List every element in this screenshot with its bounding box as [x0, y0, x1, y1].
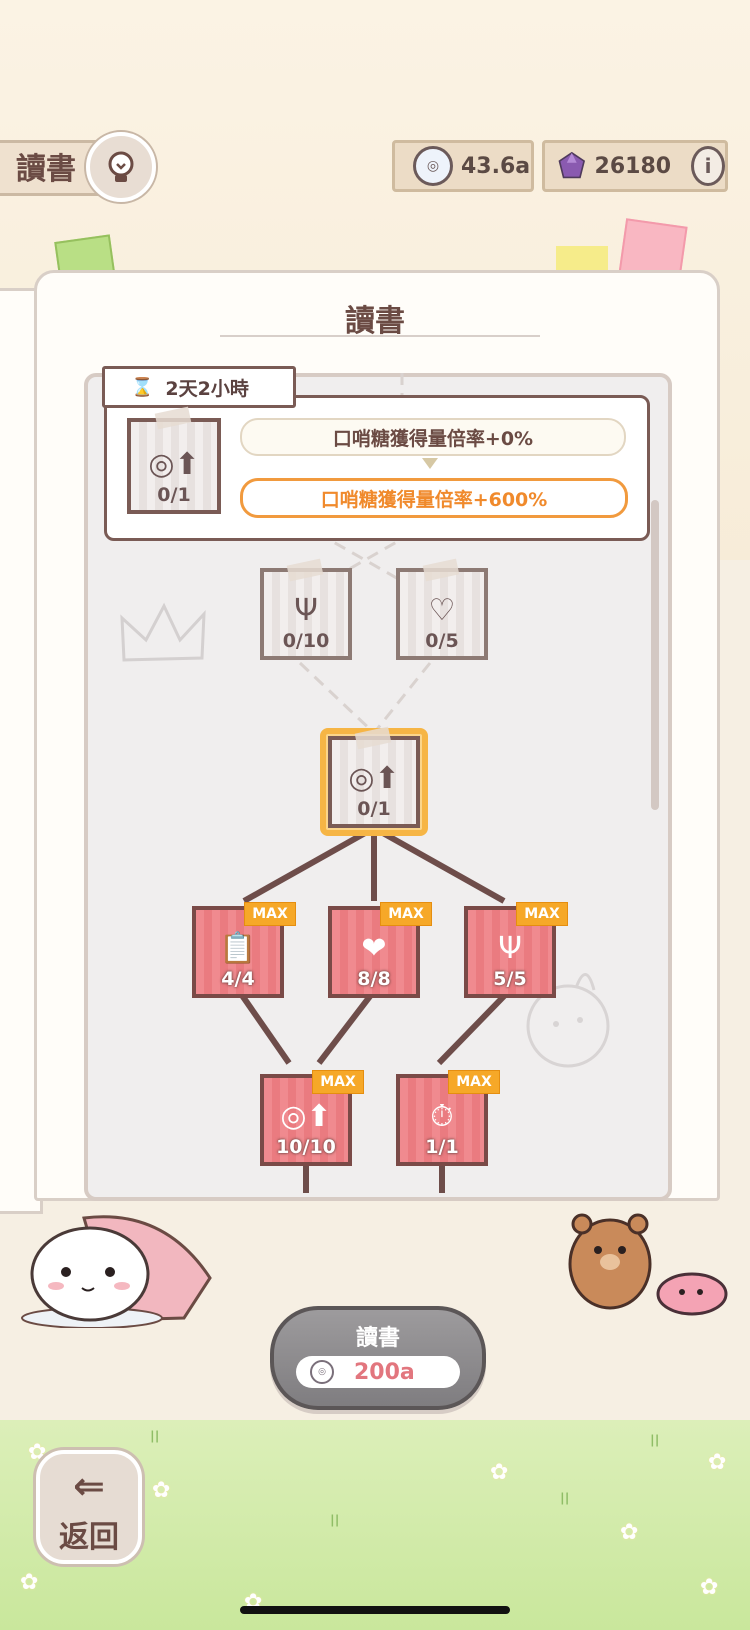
skill-node-level: 4/4	[221, 968, 255, 990]
read-button[interactable]: 讀書 ◎ 200a	[270, 1306, 486, 1410]
skill-node-level: 10/10	[276, 1136, 336, 1158]
timer-text: 2天2小時	[165, 377, 249, 400]
read-cost-value: 200a	[354, 1359, 415, 1385]
info-icon[interactable]: i	[691, 146, 725, 186]
skill-node-level: 0/10	[282, 630, 330, 652]
grass-tuft-icon: ׀׀	[560, 1488, 570, 1507]
flower-icon: ✿	[620, 1520, 639, 1545]
grass-tuft-icon: ׀׀	[330, 1510, 340, 1529]
flower-icon: ✿	[152, 1478, 171, 1503]
next-effect: 口哨糖獲得量倍率+600%	[240, 478, 628, 518]
screen-title-tag: 讀書	[0, 132, 156, 202]
selected-skill-level: 0/1	[157, 484, 191, 506]
claw-icon: Ψ	[294, 593, 318, 628]
skill-node[interactable]: ♡ 0/5	[396, 568, 488, 660]
candy-coin-icon: ◎	[310, 1360, 334, 1384]
lightbulb-icon	[86, 132, 156, 202]
crown-doodle	[120, 602, 206, 662]
skill-node-level: 8/8	[357, 968, 391, 990]
gem-icon	[558, 151, 586, 179]
read-button-label: 讀書	[355, 1326, 400, 1351]
notebook-title: 讀書	[345, 304, 405, 339]
grass-tuft-icon: ׀׀	[650, 1430, 660, 1449]
effect-arrow-icon	[422, 458, 438, 469]
back-button-label: 返回	[59, 1520, 119, 1555]
bunny-doodle	[526, 973, 610, 1068]
gem-counter: 26180 i	[542, 140, 728, 192]
candy-up-icon: ◎⬆	[280, 1099, 332, 1134]
claw-icon: Ψ	[498, 931, 522, 966]
skill-node-selected[interactable]: ◎⬆ 0/1	[328, 736, 420, 828]
home-indicator[interactable]	[240, 1606, 510, 1614]
flower-icon: ✿	[490, 1460, 509, 1485]
sack-heart-icon: ❤	[361, 931, 387, 966]
candy-coin-icon: ◎	[413, 146, 453, 186]
flower-icon: ✿	[20, 1570, 39, 1595]
max-badge: MAX	[244, 902, 296, 926]
candy-up-icon: ◎⬆	[148, 447, 200, 482]
title-underline	[220, 335, 540, 337]
screen-title: 讀書	[16, 152, 76, 187]
chiikawa-character	[21, 1215, 212, 1328]
max-badge: MAX	[516, 902, 568, 926]
skill-node-level: 0/5	[425, 630, 459, 652]
coin-counter: ◎ 43.6a	[392, 140, 534, 192]
timer-tag: ⌛ 2天2小時	[102, 366, 296, 408]
max-badge: MAX	[448, 1070, 500, 1094]
bear-and-rabbit-characters	[568, 1213, 728, 1316]
heart-bun-icon: ♡	[428, 593, 456, 628]
back-button[interactable]: ⇐ 返回	[36, 1450, 142, 1564]
coin-value: 43.6a	[461, 153, 531, 179]
sack-timer-icon: ⏱	[430, 1099, 454, 1134]
flower-icon: ✿	[708, 1450, 727, 1475]
skill-node-level: 0/1	[357, 798, 391, 820]
notebook-timer-icon: 📋	[219, 931, 257, 966]
current-effect: 口哨糖獲得量倍率+0%	[240, 418, 626, 456]
max-badge: MAX	[312, 1070, 364, 1094]
skill-node-level: 1/1	[425, 1136, 459, 1158]
skill-node[interactable]: Ψ 0/10	[260, 568, 352, 660]
read-cost: ◎ 200a	[296, 1356, 460, 1388]
skill-node-level: 5/5	[493, 968, 527, 990]
flower-icon: ✿	[700, 1575, 719, 1600]
skill-node[interactable]: Ψ 5/5	[464, 906, 556, 998]
gem-value: 26180	[594, 153, 672, 179]
exit-door-icon: ⇐	[73, 1464, 105, 1508]
selected-skill-preview: ◎⬆ 0/1	[127, 418, 221, 514]
grass-tuft-icon: ׀׀	[150, 1426, 160, 1445]
max-badge: MAX	[380, 902, 432, 926]
hourglass-icon: ⌛	[131, 376, 154, 398]
panel-scrollbar[interactable]	[651, 500, 659, 810]
candy-up-icon: ◎⬆	[348, 761, 400, 796]
